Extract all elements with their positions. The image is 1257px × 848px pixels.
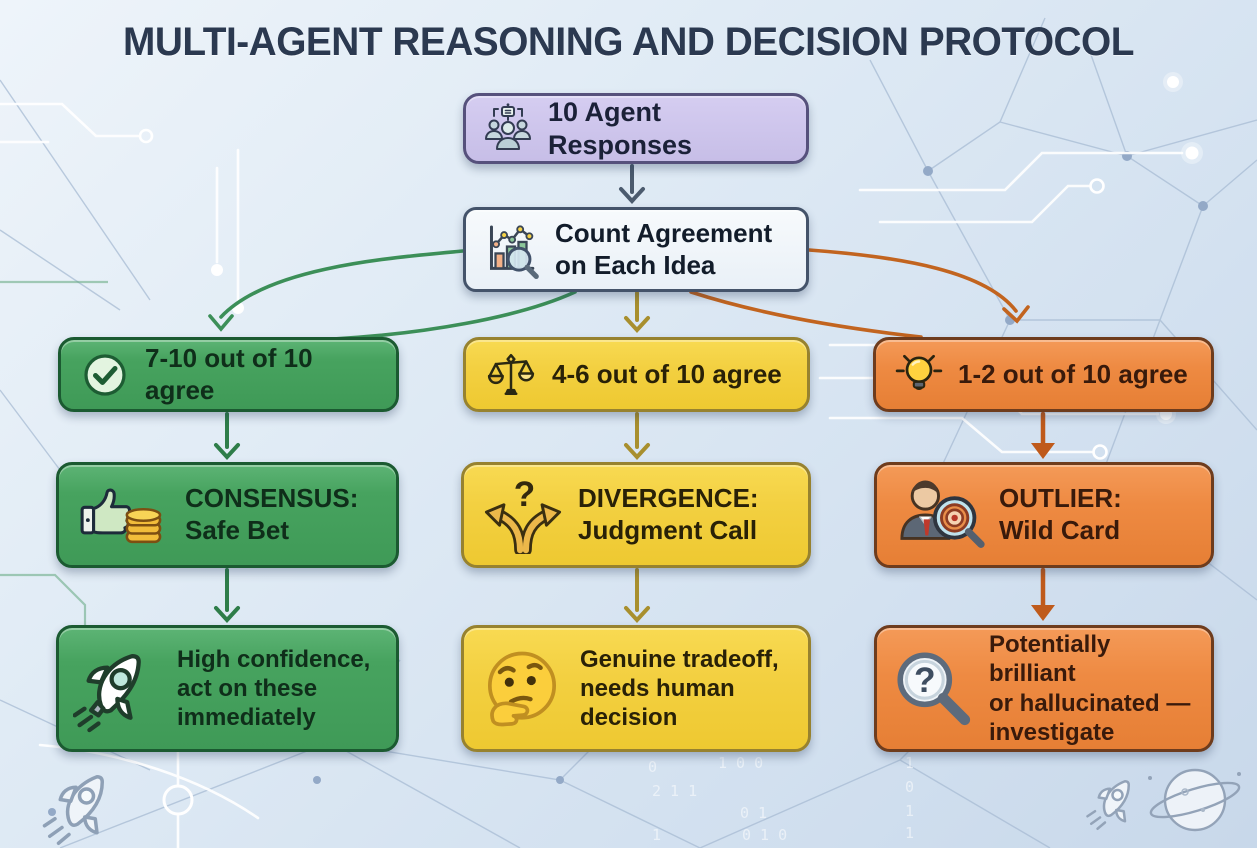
yellow-detail-line2: needs human [580, 674, 735, 702]
orange-detail-line2: or hallucinated — [989, 689, 1191, 717]
green-outcome-label: CONSENSUS: Safe Bet [185, 483, 358, 546]
orange-outcome-label: OUTLIER: Wild Card [999, 483, 1122, 546]
green-detail-line2: act on these [177, 674, 318, 702]
arrow-count-to-green [208, 249, 577, 341]
green-outcome-title: CONSENSUS: [185, 483, 359, 514]
orange-detail-line3: investigate [989, 718, 1115, 746]
split-arrows-icon: ? [482, 476, 564, 554]
green-outcome-subtitle: Safe Bet [185, 515, 290, 545]
svg-text:?: ? [514, 476, 535, 514]
node-count-agreement: Count Agreement on Each Idea [463, 207, 809, 292]
svg-text:1: 1 [905, 802, 914, 820]
rocket-icon [73, 641, 165, 737]
orange-detail-label: Potentially brilliant or hallucinated — … [989, 630, 1197, 747]
node-consensus: CONSENSUS: Safe Bet [56, 462, 399, 568]
start-label: 10 Agent Responses [548, 96, 693, 160]
rocket-doodle-icon [42, 775, 104, 845]
node-agent-responses: 10 Agent Responses [463, 93, 809, 164]
yellow-detail-line3: decision [580, 704, 678, 732]
yellow-outcome-subtitle: Judgment Call [578, 515, 758, 545]
yellow-outcome-title: DIVERGENCE: [578, 483, 759, 514]
arrow-count-to-yellow [624, 291, 650, 333]
saturn-icon [1148, 768, 1241, 832]
orange-condition-label: 1-2 out of 10 agree [958, 358, 1188, 389]
count-label: Count Agreement on Each Idea [555, 218, 772, 281]
svg-text:1: 1 [652, 826, 661, 844]
check-circle-icon [81, 351, 129, 399]
node-green-detail: High confidence, act on these immediatel… [56, 625, 399, 752]
rocket-doodle-small-icon [1086, 780, 1130, 830]
constellation-nodes [48, 151, 1208, 816]
detective-target-icon [893, 474, 987, 556]
magnifier-question-icon: ? [891, 646, 977, 732]
arrow-orange-column [1031, 411, 1055, 621]
binary-digits: 0 1 0 0 1 2 1 1 0 0 1 1 0 1 0 1 1 [648, 754, 914, 844]
green-detail-line1: High confidence, [177, 645, 371, 673]
lightbulb-icon [894, 350, 944, 400]
yellow-condition-label: 4-6 out of 10 agree [552, 358, 782, 389]
node-orange-condition: 1-2 out of 10 agree [873, 337, 1214, 412]
arrow-yellow-column [624, 412, 650, 623]
arrow-start-to-count [619, 164, 645, 204]
green-detail-label: High confidence, act on these immediatel… [177, 645, 370, 733]
svg-text:0: 0 [905, 778, 914, 796]
svg-text:0 1: 0 1 [740, 804, 767, 822]
node-yellow-condition: 4-6 out of 10 agree [463, 337, 810, 412]
svg-text:1: 1 [905, 754, 914, 772]
arrow-count-to-orange [689, 248, 1030, 339]
balance-scale-icon [486, 350, 536, 400]
svg-text:0 1 0: 0 1 0 [742, 826, 787, 844]
yellow-detail-line1: Genuine tradeoff, [580, 645, 779, 673]
yellow-detail-label: Genuine tradeoff, needs human decision [580, 645, 779, 733]
page-title: MULTI-AGENT REASONING AND DECISION PROTO… [123, 20, 1134, 64]
green-detail-line3: immediately [177, 704, 316, 732]
arrow-green-column [214, 412, 240, 623]
count-label-line2: on Each Idea [555, 249, 716, 280]
svg-text:?: ? [914, 661, 936, 700]
svg-text:1: 1 [905, 824, 914, 842]
green-condition-label: 7-10 out of 10 agree [145, 342, 313, 405]
svg-text:0: 0 [648, 758, 657, 776]
count-label-line1: Count Agreement [555, 217, 773, 248]
orange-outcome-title: OUTLIER: [999, 483, 1122, 514]
thumbs-up-coins-icon [77, 479, 169, 551]
yellow-outcome-label: DIVERGENCE: Judgment Call [578, 483, 759, 546]
svg-text:1 0 0: 1 0 0 [718, 754, 763, 772]
node-divergence: ? DIVERGENCE: Judgment Call [461, 462, 811, 568]
chart-magnifier-icon [480, 220, 542, 280]
node-orange-detail: ? Potentially brilliant or hallucinated … [874, 625, 1214, 752]
svg-text:2 1 1: 2 1 1 [652, 782, 697, 800]
orange-outcome-subtitle: Wild Card [999, 515, 1121, 545]
orange-detail-line1: Potentially brilliant [989, 630, 1111, 688]
node-yellow-detail: Genuine tradeoff, needs human decision [461, 625, 811, 752]
thinking-face-icon [478, 645, 566, 733]
node-outlier: OUTLIER: Wild Card [874, 462, 1214, 568]
agents-icon [482, 102, 534, 155]
node-green-condition: 7-10 out of 10 agree [58, 337, 399, 412]
